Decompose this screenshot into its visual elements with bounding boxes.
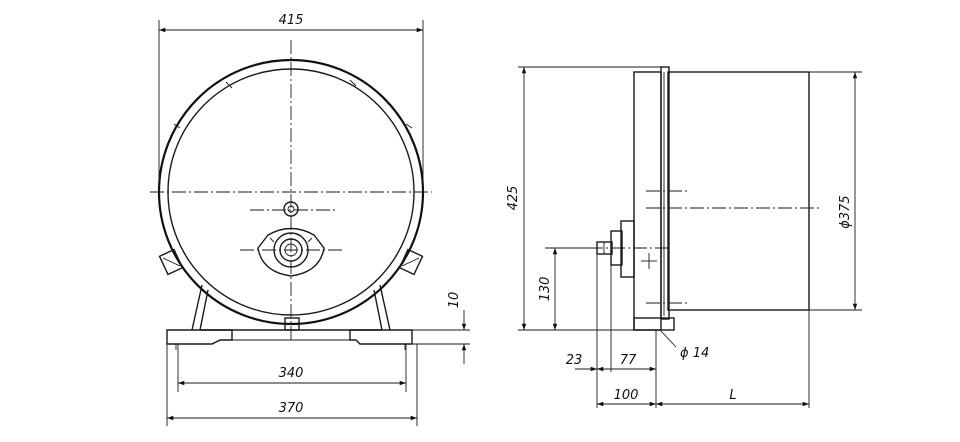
dim-overall-height: 425: [506, 186, 521, 211]
dim-axis-height: 130: [538, 277, 553, 302]
dim-foot-height: 10: [447, 292, 462, 309]
ring-bolt-marks: [173, 79, 413, 129]
side-foot: [633, 317, 675, 331]
dim-foot-outer-span: 370: [279, 401, 304, 416]
dim-depth-to-body: 100: [614, 388, 639, 403]
hub-outer: [273, 232, 309, 268]
left-side-boss: [158, 248, 184, 276]
dim-overall-width: 415: [279, 13, 304, 28]
hub-plate: [257, 227, 325, 277]
hub-middle: [279, 238, 303, 262]
dim-foot-inner-span: 340: [279, 366, 304, 381]
base-feet: [166, 329, 413, 350]
right-side-boss: [398, 248, 424, 276]
dim-body-length: L: [729, 388, 736, 403]
dim-shaft-length: 77: [620, 353, 637, 368]
gland-housing: [620, 220, 635, 278]
rear-cover: [633, 71, 662, 331]
body-cylinder: [667, 71, 810, 311]
side-view: 425 130 ϕ375 23 77 ϕ 14 100 L: [506, 66, 862, 408]
front-view: 415 340 370 10: [150, 13, 470, 426]
dim-hole-diameter: ϕ 14: [680, 346, 709, 361]
dim-shaft-offset: 23: [566, 353, 583, 368]
upper-bolt: [283, 201, 299, 217]
dim-diameter: ϕ375: [838, 195, 853, 228]
hub-inner: [284, 243, 298, 257]
